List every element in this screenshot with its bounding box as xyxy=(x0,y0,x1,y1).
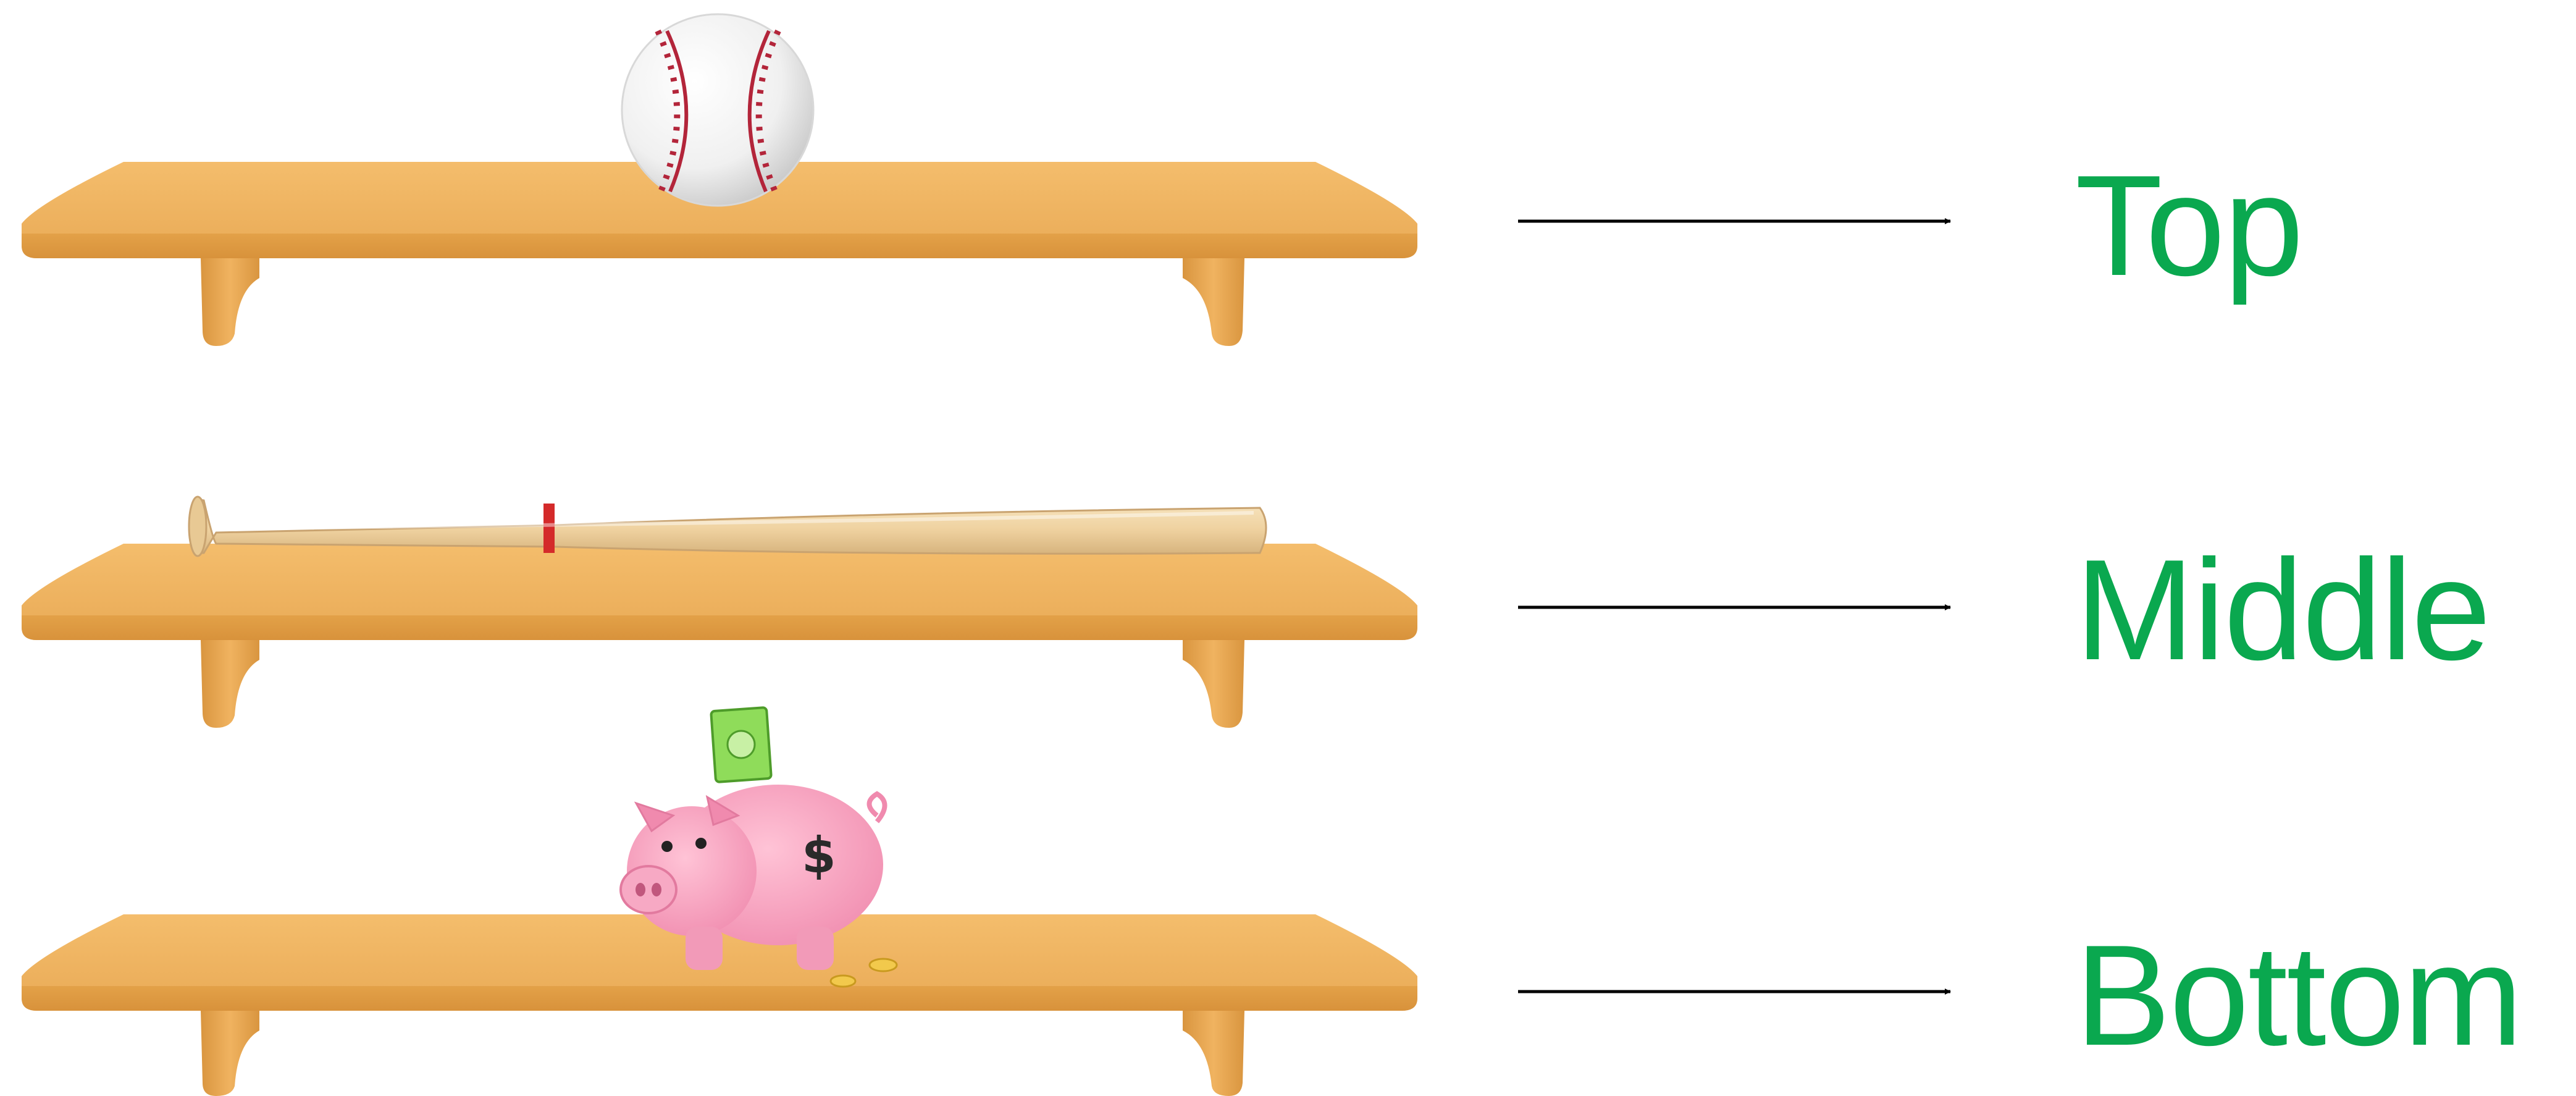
coin-icon xyxy=(868,958,898,972)
shelf-bracket-left xyxy=(201,1011,259,1096)
shelf-bracket-right xyxy=(1183,640,1244,728)
label-bottom: Bottom xyxy=(2075,916,2523,1076)
shelf-top xyxy=(22,162,1417,346)
shelf-bracket-right xyxy=(1183,1011,1244,1096)
shelf-bracket-left xyxy=(201,640,259,728)
shelf-middle xyxy=(22,544,1417,728)
coin-icon xyxy=(829,974,857,988)
baseball-bat-icon xyxy=(188,495,1267,557)
baseball-icon xyxy=(621,13,815,207)
svg-text:$: $ xyxy=(802,827,836,884)
label-middle: Middle xyxy=(2075,530,2491,690)
label-top: Top xyxy=(2075,146,2304,306)
piggy-bank-icon: $ xyxy=(619,706,898,988)
shelf-bracket-left xyxy=(201,258,259,346)
bat-band xyxy=(543,504,555,553)
shelf-bracket-right xyxy=(1183,258,1244,346)
money-bill-icon xyxy=(710,706,773,783)
